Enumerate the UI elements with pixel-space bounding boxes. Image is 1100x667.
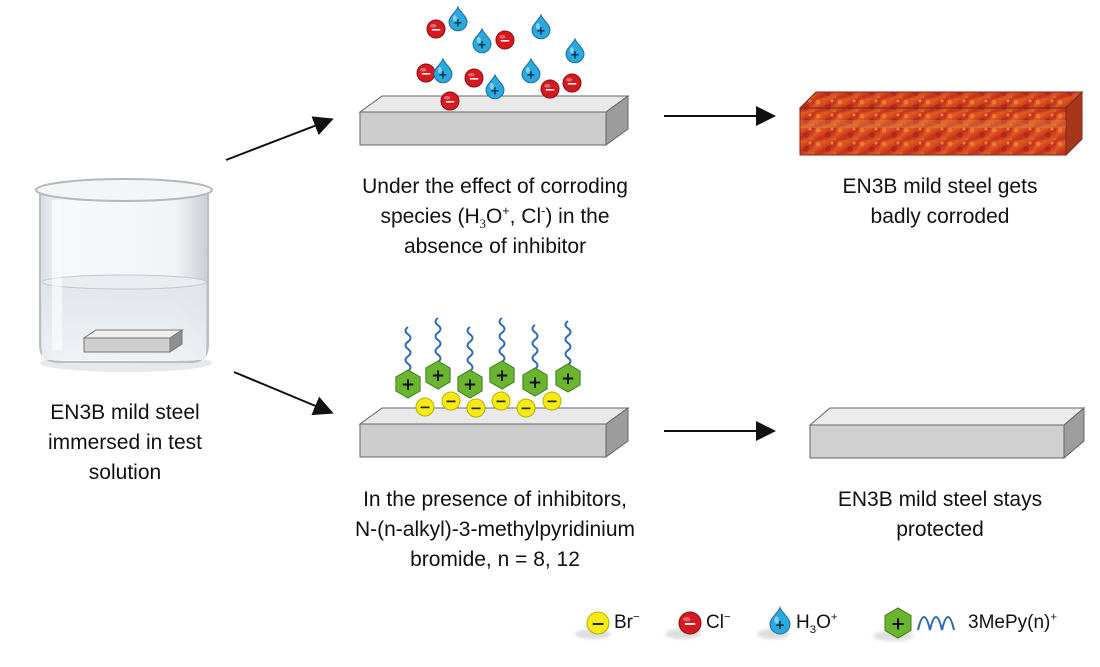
beaker-caption: EN3B mild steel immersed in test solutio… — [47, 401, 203, 484]
pyridinium-cation-icon: + — [457, 369, 483, 399]
svg-text:+: + — [401, 374, 415, 394]
protected-caption: EN3B mild steel stays protected — [837, 488, 1043, 541]
svg-text:−: − — [470, 401, 482, 417]
corroding-species-caption: Under the effect of corroding species (H… — [362, 175, 628, 258]
inhibitor-caption: In the presence of inhibitors, N-(n-alky… — [354, 488, 636, 571]
hydronium-ion-icon: + — [769, 606, 791, 635]
hydronium-ion-icon: + — [565, 37, 585, 64]
alkyl-chain-icon — [917, 616, 955, 631]
bromide-ion-icon: − — [586, 611, 610, 635]
bromide-ion-icon: − — [441, 391, 461, 411]
svg-text:+: + — [453, 16, 462, 29]
svg-text:−: − — [495, 394, 507, 410]
svg-text:+: + — [775, 617, 785, 632]
legend-chloride-label: Cl− — [706, 611, 731, 633]
bromide-ion-icon: − — [466, 398, 486, 418]
pyridinium-cation-icon: + — [555, 363, 581, 393]
hydronium-ion-icon: + — [433, 57, 453, 84]
hydronium-ion-icon: + — [485, 73, 505, 100]
arrow-icon — [225, 116, 334, 161]
svg-text:−: − — [444, 94, 455, 110]
alkyl-chain-icon — [404, 326, 412, 372]
svg-text:−: − — [419, 400, 431, 416]
svg-text:−: − — [445, 394, 457, 410]
bromide-ion-icon: − — [491, 391, 511, 411]
svg-text:−: − — [591, 614, 606, 634]
svg-text:+: + — [477, 38, 486, 51]
svg-text:−: − — [566, 76, 577, 92]
steel-bar-icon — [358, 407, 630, 458]
svg-text:+: + — [463, 374, 477, 394]
svg-text:+: + — [526, 68, 535, 81]
chloride-ion-icon: − — [540, 79, 560, 99]
svg-text:+: + — [438, 68, 447, 81]
pyridinium-cation-icon: + — [522, 367, 548, 397]
bromide-ion-icon: − — [516, 398, 536, 418]
chloride-ion-icon: − — [426, 19, 446, 39]
steel-bar-icon — [358, 95, 630, 146]
svg-text:+: + — [528, 372, 542, 392]
chloride-ion-icon: − — [464, 68, 484, 88]
hydronium-ion-icon: + — [472, 27, 492, 54]
svg-text:−: − — [546, 394, 558, 410]
svg-text:−: − — [544, 82, 555, 98]
chloride-ion-icon: − — [495, 30, 515, 50]
steel-bar-icon — [82, 329, 184, 353]
legend-bromide-label: Br− — [614, 611, 640, 633]
beaker-icon — [35, 178, 213, 372]
chloride-ion-icon: − — [440, 91, 460, 111]
chloride-ion-icon: − — [416, 63, 436, 83]
alkyl-chain-icon — [466, 326, 474, 372]
legend-pyridinium-label: 3MePy(n)+ — [968, 611, 1058, 633]
svg-text:+: + — [431, 365, 445, 385]
corroded-steel-bar-icon — [798, 90, 1084, 157]
bromide-ion-icon: − — [415, 397, 435, 417]
hydronium-ion-icon: + — [521, 57, 541, 84]
svg-text:+: + — [495, 365, 509, 385]
chloride-ion-icon: − — [562, 73, 582, 93]
svg-text:+: + — [536, 24, 545, 37]
svg-text:−: − — [430, 22, 441, 38]
arrow-icon — [233, 371, 334, 416]
bromide-ion-icon: − — [542, 391, 562, 411]
steel-bar-icon — [808, 406, 1086, 460]
legend-hydronium-label: H3O+ — [796, 611, 838, 636]
svg-text:−: − — [520, 401, 532, 417]
hydronium-ion-icon: + — [448, 5, 468, 32]
alkyl-chain-icon — [531, 324, 539, 370]
svg-text:−: − — [683, 614, 697, 633]
pyridinium-cation-icon: + — [395, 369, 421, 399]
chloride-ion-icon: − — [678, 611, 702, 635]
svg-text:−: − — [420, 66, 431, 82]
svg-text:+: + — [570, 48, 579, 61]
alkyl-chain-icon — [434, 317, 442, 363]
alkyl-chain-icon — [498, 317, 506, 363]
pyridinium-cation-icon: + — [884, 607, 912, 639]
corroded-caption: EN3B mild steel gets badly corroded — [842, 175, 1038, 228]
svg-text:+: + — [490, 84, 499, 97]
svg-text:−: − — [499, 33, 510, 49]
pyridinium-cation-icon: + — [425, 360, 451, 390]
hydronium-ion-icon: + — [531, 13, 551, 40]
pyridinium-cation-icon: + — [489, 360, 515, 390]
alkyl-chain-icon — [564, 320, 572, 366]
svg-text:+: + — [561, 368, 575, 388]
svg-text:+: + — [890, 613, 905, 634]
svg-text:−: − — [468, 71, 479, 87]
